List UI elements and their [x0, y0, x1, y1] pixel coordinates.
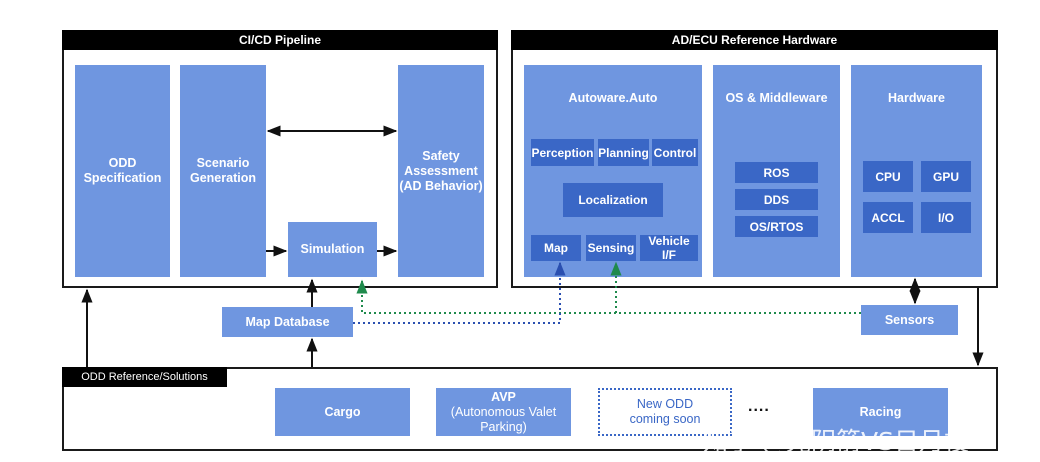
racing-block: Racing — [813, 388, 948, 436]
adecu-header: AD/ECU Reference Hardware — [511, 30, 998, 50]
map-database-block: Map Database — [222, 307, 353, 337]
watermark-text: 知乎 @光阴箭VS日月梭 — [703, 427, 969, 456]
map-module: Map — [531, 235, 581, 261]
cpu-item: CPU — [863, 161, 913, 192]
cicd-pipeline-header: CI/CD Pipeline — [62, 30, 498, 50]
avp-subtitle: (Autonomous Valet Parking) — [450, 404, 557, 434]
autoware-auto-title: Autoware.Auto — [568, 91, 658, 105]
more-ellipsis: .... — [748, 398, 770, 415]
ros-item: ROS — [735, 162, 818, 183]
avp-label: AVP — [491, 389, 516, 404]
vehicle-if-module: Vehicle I/F — [640, 234, 698, 262]
sensing-module: Sensing — [586, 235, 636, 261]
accl-item: ACCL — [863, 202, 913, 233]
control-module: Control — [652, 139, 698, 166]
sensors-block: Sensors — [861, 305, 958, 335]
dds-item: DDS — [735, 189, 818, 210]
racing-label: Racing — [859, 404, 902, 419]
simulation-block: Simulation — [288, 222, 377, 277]
odd-specification-block: ODD Specification — [75, 65, 170, 277]
gpu-item: GPU — [921, 161, 971, 192]
localization-module: Localization — [563, 183, 663, 217]
odd-reference-header: ODD Reference/Solutions — [62, 367, 227, 387]
sensors-simulation-dotted — [356, 279, 861, 314]
planning-module: Planning — [598, 139, 649, 166]
os-middleware-title: OS & Middleware — [725, 91, 828, 105]
avp-block: AVP (Autonomous Valet Parking) — [436, 388, 571, 436]
os-rtos-item: OS/RTOS — [735, 216, 818, 237]
new-odd-block: New ODD coming soon — [598, 388, 732, 436]
new-odd-label: New ODD coming soon — [629, 397, 701, 426]
cargo-block: Cargo — [275, 388, 410, 436]
scenario-generation-block: Scenario Generation — [180, 65, 266, 277]
mapdb-map-dotted — [353, 261, 566, 324]
cargo-label: Cargo — [324, 404, 361, 419]
safety-assessment-block: Safety Assessment (AD Behavior) — [398, 65, 484, 277]
hardware-title: Hardware — [888, 91, 945, 105]
perception-module: Perception — [531, 139, 594, 166]
io-item: I/O — [921, 202, 971, 233]
